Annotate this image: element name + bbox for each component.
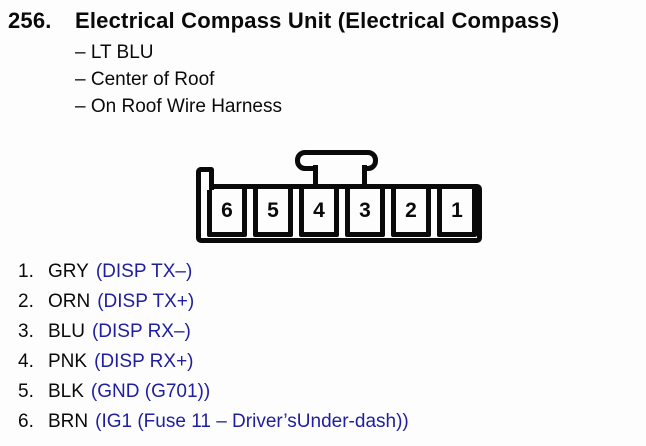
pin-list-item: 5. BLK (GND (G701)) (18, 377, 409, 407)
location-note-wire-color: – LT BLU (75, 42, 154, 63)
page-title: 256. Electrical Compass Unit (Electrical… (8, 8, 559, 34)
pin-signal: (DISP TX+) (97, 291, 195, 312)
pin-signal: (DISP RX–) (91, 321, 191, 342)
pin-list-item: 1. GRY (DISP TX–) (18, 257, 409, 287)
pin-signal: (GND (G701)) (90, 381, 211, 402)
pin-list-item: 3. BLU (DISP RX–) (18, 317, 409, 347)
pin-wire-color: ORN (48, 291, 91, 312)
pin-number: 4. (18, 351, 34, 372)
pin-cavity-6: 6 (207, 184, 247, 237)
pin-cavity-2: 2 (391, 184, 431, 237)
pin-list-item: 2. ORN (DISP TX+) (18, 287, 409, 317)
pin-row: 6 5 4 3 2 1 (201, 184, 477, 237)
pin-cavity-1: 1 (437, 184, 477, 237)
pin-number: 2. (18, 291, 34, 312)
pin-list-item: 6. BRN (IG1 (Fuse 11 – Driver’sUnder-das… (18, 407, 409, 437)
pin-wire-color: GRY (48, 261, 89, 282)
pin-wire-color: PNK (48, 351, 88, 372)
pin-number: 1. (18, 261, 34, 282)
connector-body: 6 5 4 3 2 1 (196, 184, 482, 243)
pin-list-item: 4. PNK (DISP RX+) (18, 347, 409, 377)
pin-number: 3. (18, 321, 34, 342)
pin-signal: (IG1 (Fuse 11 – Driver’sUnder-dash)) (95, 411, 409, 432)
pin-number: 6. (18, 411, 34, 432)
location-note-harness: – On Roof Wire Harness (75, 96, 282, 117)
pin-wire-color: BRN (48, 411, 89, 432)
title-number: 256. (8, 8, 52, 33)
location-notes: – LT BLU – Center of Roof – On Roof Wire… (75, 39, 282, 120)
pin-signal: (DISP RX+) (94, 351, 194, 372)
pin-wire-color: BLK (48, 381, 84, 402)
pin-number: 5. (18, 381, 34, 402)
location-note-position: – Center of Roof (75, 69, 215, 90)
pin-cavity-3: 3 (345, 184, 385, 237)
pin-list: 1. GRY (DISP TX–) 2. ORN (DISP TX+) 3. B… (18, 257, 409, 437)
pin-cavity-4: 4 (299, 184, 339, 237)
title-text: Electrical Compass Unit (Electrical Comp… (75, 8, 560, 33)
pin-wire-color: BLU (48, 321, 85, 342)
pin-cavity-5: 5 (253, 184, 293, 237)
connector-key-notch (196, 167, 214, 190)
pin-signal: (DISP TX–) (95, 261, 193, 282)
